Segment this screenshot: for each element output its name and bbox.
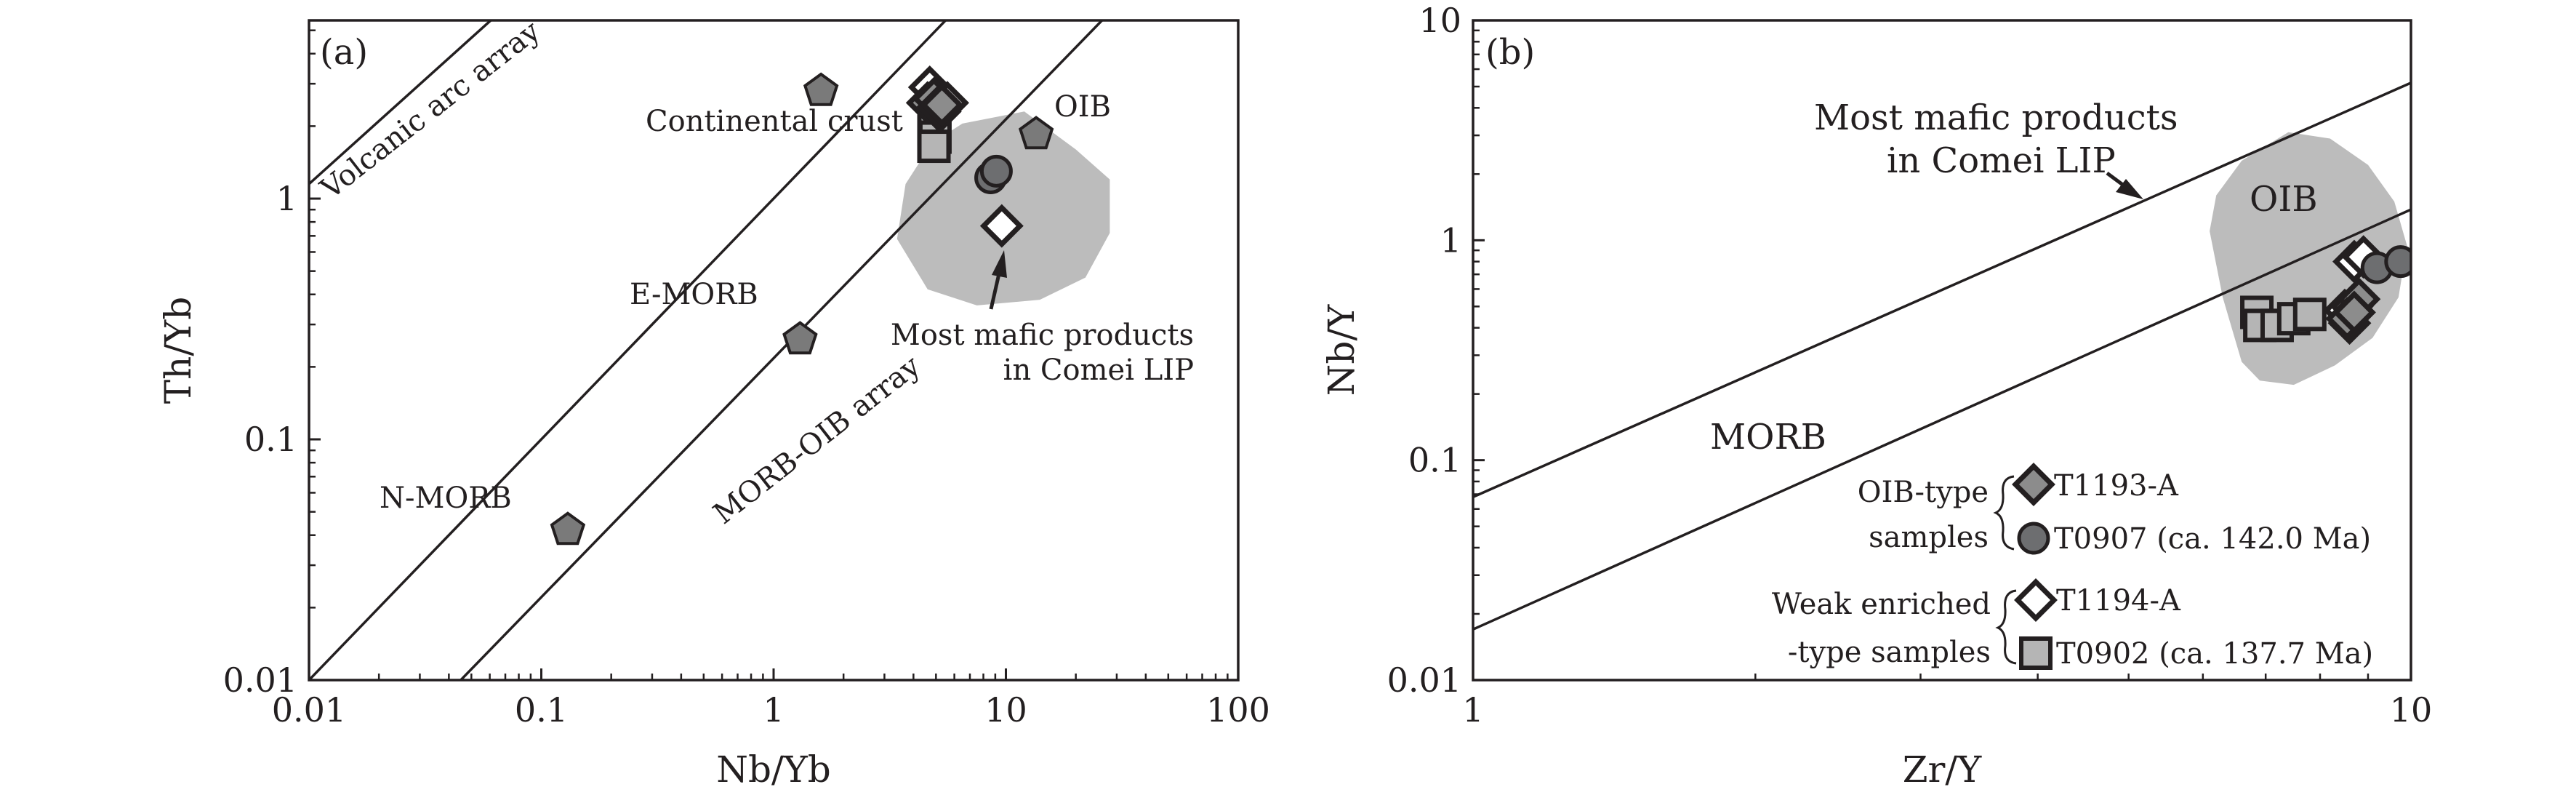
- reference-point-oib: [1018, 116, 1054, 150]
- sample-point-t1193-a: [2332, 290, 2376, 335]
- sample-point-t0902: [917, 129, 951, 164]
- morb-oib-array-lower-line: [460, 20, 1104, 680]
- x-tick-label: 10: [984, 690, 1027, 730]
- oib-field-label: OIB: [2250, 179, 2318, 220]
- comei-lip-label-line2: in Comei LIP: [1003, 353, 1194, 387]
- comei-lip-arrow-head: [2116, 179, 2143, 199]
- sample-point-t0907: [2384, 245, 2411, 279]
- reference-point-continental-crust: [803, 72, 839, 106]
- panel-label: (a): [320, 32, 368, 73]
- legend-group-2-label-line2: -type samples: [1788, 636, 1991, 669]
- legend-group-1-label-line1: OIB-type: [1858, 476, 1989, 509]
- panel-a-plot-area: [309, 20, 1110, 680]
- comei-lip-arrow-shaft: [989, 270, 1002, 310]
- morb-label: MORB: [1710, 417, 1826, 458]
- n-morb-label: N-MORB: [380, 482, 512, 515]
- y-axis-label: Nb/Y: [1320, 304, 1363, 396]
- x-tick-label: 100: [1206, 690, 1270, 730]
- continental-crust-label: Continental crust: [646, 105, 903, 138]
- y-tick-label: 0.1: [244, 420, 297, 459]
- y-tick-label: 1: [1440, 220, 1461, 260]
- morb-oib-array-label: MORB-OIB array: [707, 349, 927, 531]
- sample-point-t1193-a: [920, 83, 964, 127]
- legend-group-2-brace: [1995, 589, 2017, 665]
- y-axis-label: Th/Yb: [157, 297, 199, 404]
- legend-label-t0902: T0902 (ca. 137.7 Ma): [2056, 637, 2373, 671]
- panel-b-frame: [1472, 19, 2412, 682]
- x-tick-label: 0.01: [272, 690, 346, 730]
- sample-point-t0907: [979, 154, 1013, 188]
- legend-group-2-label-line1: Weak enriched: [1772, 588, 1991, 621]
- y-tick-label: 0.01: [1387, 660, 1461, 700]
- sample-point-t1194-a: [979, 204, 1024, 248]
- volcanic-arc-array-line: [309, 20, 493, 185]
- legend-marker-t1193-a: [2012, 463, 2055, 506]
- comei-lip-label-line1: Most mafic products: [1814, 97, 2178, 138]
- e-morb-label: E-MORB: [630, 278, 758, 311]
- reference-point-n-morb: [550, 511, 586, 546]
- legend-marker-t0907: [2017, 522, 2050, 555]
- comei-lip-label-line1: Most mafic products: [891, 319, 1194, 352]
- x-tick-label: 0.1: [515, 690, 568, 730]
- legend-label-t1194-a: T1194-A: [2056, 584, 2181, 618]
- legend-group-1-brace: [1993, 475, 2015, 551]
- upper-boundary-line: [1473, 81, 2411, 498]
- lower-boundary-line: [1473, 208, 2411, 631]
- comei-lip-arrow-head: [992, 250, 1007, 278]
- x-tick-label: 10: [2390, 690, 2433, 730]
- comei-lip-label-line2: in Comei LIP: [1887, 140, 2116, 181]
- y-tick-label: 0.01: [223, 660, 297, 700]
- oib-label: OIB: [1054, 90, 1111, 124]
- legend-label-t1193-a: T1193-A: [2054, 469, 2179, 503]
- y-tick-label: 10: [1419, 1, 1461, 40]
- x-tick-label: 1: [1462, 690, 1483, 730]
- legend-marker-t1194-a: [2014, 578, 2058, 622]
- legend: OIB-type samples T1193-A T0907 (ca. 142.0 M…: [1772, 463, 2373, 671]
- reference-point-e-morb: [782, 321, 818, 355]
- legend-marker-t0902: [2019, 636, 2053, 670]
- y-tick-label: 0.1: [1408, 441, 1461, 480]
- y-tick-label: 1: [276, 179, 297, 218]
- legend-label-t0907: T0907 (ca. 142.0 Ma): [2054, 522, 2371, 556]
- panel-b-plot-area: [1473, 81, 2411, 631]
- x-axis-label: Zr/Y: [1903, 748, 1982, 791]
- legend-group-1-label-line2: samples: [1869, 521, 1989, 554]
- x-tick-label: 1: [763, 690, 784, 730]
- morb-oib-array-upper-line: [309, 20, 947, 680]
- x-axis-label: Nb/Yb: [716, 748, 831, 791]
- panel-label: (b): [1485, 32, 1535, 73]
- sample-point-t0902: [2292, 297, 2327, 332]
